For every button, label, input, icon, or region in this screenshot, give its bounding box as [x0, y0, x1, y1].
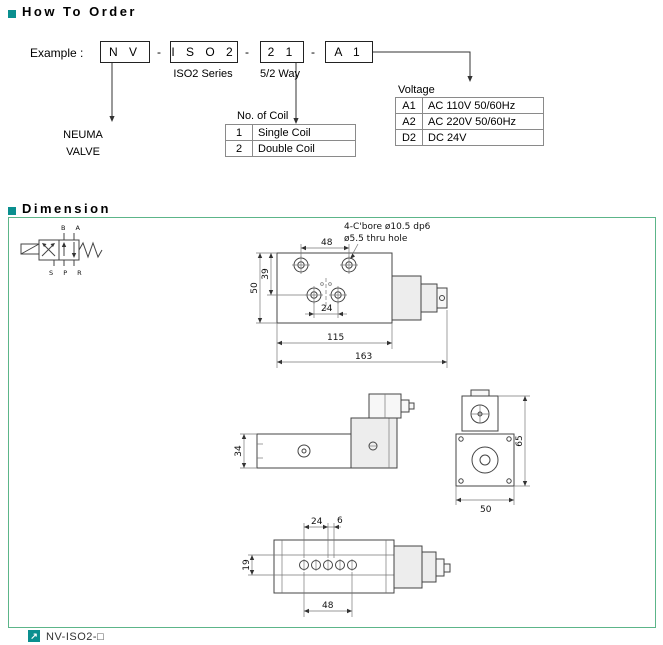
dim-port-span: 24	[311, 517, 323, 527]
table-row: A1 AC 110V 50/60Hz	[395, 97, 544, 114]
bottom-view	[273, 539, 451, 594]
way-label: 5/2 Way	[260, 68, 300, 80]
brand-line2: VALVE	[66, 146, 100, 158]
coil-code: 2	[225, 140, 253, 157]
separator-dash: -	[245, 45, 249, 59]
table-row: 1 Single Coil	[225, 124, 356, 141]
voltage-code: A2	[395, 113, 423, 130]
voltage-table: A1 AC 110V 50/60Hz A2 AC 220V 50/60Hz D2…	[395, 97, 544, 146]
voltage-desc: DC 24V	[422, 129, 544, 146]
table-row: A2 AC 220V 50/60Hz	[395, 113, 544, 130]
dim-end-overall-width: 50	[480, 505, 492, 515]
connector-voltage	[371, 51, 471, 76]
top-view-dimensions: 48 50 39 24	[250, 238, 448, 368]
end-view	[455, 389, 515, 487]
symbol-top-port-labels: B A	[61, 224, 84, 232]
section-bullet-dimension	[8, 207, 16, 215]
code-box-21: 2 1	[260, 41, 304, 63]
dim-overall-length: 163	[355, 352, 372, 362]
dim-port-gap: 6	[337, 516, 343, 526]
valve-symbol-5-2-way: B A S P R	[20, 224, 103, 277]
coil-desc: Single Coil	[252, 124, 356, 141]
table-row: 2 Double Coil	[225, 140, 356, 157]
annotation-thru-hole: ø5.5 thru hole	[344, 234, 408, 244]
coil-desc: Double Coil	[252, 140, 356, 157]
dimension-drawings: B A S P R	[20, 222, 530, 617]
side-view-dimensions: 34	[234, 433, 257, 469]
table-row: D2 DC 24V	[395, 129, 544, 146]
side-view	[256, 393, 415, 469]
corner-arrow-icon: ↗	[28, 630, 40, 642]
dim-port-height: 19	[242, 559, 252, 571]
dim-hole-span: 48	[321, 238, 333, 248]
dim-body-height: 50	[250, 282, 260, 294]
annotation-cbore: 4-C'bore ø10.5 dp6	[344, 222, 431, 232]
brand-line1: NEUMA	[63, 129, 103, 141]
arrowhead-voltage	[467, 76, 473, 82]
top-view: 4-C'bore ø10.5 dp6 ø5.5 thru hole	[276, 222, 448, 324]
code-box-a1: A 1	[325, 41, 373, 63]
coil-table-title: No. of Coil	[237, 110, 289, 122]
coil-code: 1	[225, 124, 253, 141]
example-label: Example :	[30, 46, 84, 60]
dim-body-length: 115	[327, 333, 344, 343]
dim-bottom-hole-span: 24	[321, 304, 333, 314]
dim-end-overall-height: 65	[515, 435, 525, 446]
voltage-table-title: Voltage	[398, 84, 435, 96]
voltage-code: A1	[395, 97, 423, 114]
bottom-view-dimensions: 24 6 19 48	[242, 516, 353, 617]
dimension-drawing-box: B A S P R	[8, 217, 656, 628]
voltage-desc: AC 220V 50/60Hz	[422, 113, 544, 130]
separator-dash: -	[157, 45, 161, 59]
brand-name: NEUMA VALVE	[52, 127, 114, 161]
code-box-iso2: I S O 2	[170, 41, 238, 63]
dim-mount-span: 48	[322, 601, 334, 611]
section-bullet-how-to-order	[8, 10, 16, 18]
order-connector-lines	[109, 51, 473, 124]
dim-hole-offset: 39	[261, 268, 271, 280]
voltage-code: D2	[395, 129, 423, 146]
section-title-dimension: Dimension	[22, 201, 111, 216]
separator-dash: -	[311, 45, 315, 59]
symbol-bottom-port-labels: S P R	[49, 269, 86, 277]
footer-model-label: NV-ISO2-□	[46, 631, 105, 643]
coil-table: 1 Single Coil 2 Double Coil	[225, 124, 356, 157]
end-view-dimensions: 65 50	[455, 395, 530, 515]
dim-side-body-height: 34	[234, 445, 244, 457]
voltage-desc: AC 110V 50/60Hz	[422, 97, 544, 114]
code-box-nv: N V	[100, 41, 150, 63]
section-title-how-to-order: How To Order	[22, 4, 137, 19]
arrowhead-nv	[109, 116, 115, 122]
series-label: ISO2 Series	[173, 68, 233, 80]
